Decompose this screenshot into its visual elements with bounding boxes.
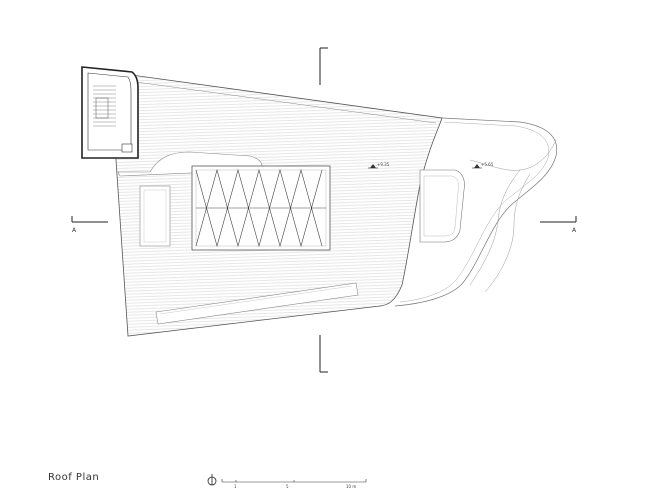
drawing-title: Roof Plan (48, 472, 100, 483)
skylight-truss (191, 165, 331, 251)
stair-core (81, 66, 139, 159)
scale-bar (221, 479, 367, 483)
north-arrow-icon (207, 474, 217, 486)
lower-skylight (419, 169, 465, 243)
level-marker-icon (368, 164, 378, 169)
scale-tick-5: 5 (286, 484, 289, 489)
level-label-lower: +5.65 (481, 162, 494, 167)
roof-details (117, 151, 359, 325)
lower-curved-roof (394, 117, 558, 307)
section-marker-bottom (319, 335, 328, 373)
scale-tick-10: 10 m (346, 484, 356, 489)
level-marker-icon (472, 164, 482, 169)
level-label-roof: +9.35 (377, 162, 390, 167)
section-marker-top (319, 47, 328, 85)
section-marker-left (71, 216, 108, 223)
section-marker-right (540, 216, 577, 223)
section-label-right: A (572, 227, 577, 234)
section-label-left: A (72, 227, 77, 234)
scale-tick-1: 1 (234, 484, 237, 489)
